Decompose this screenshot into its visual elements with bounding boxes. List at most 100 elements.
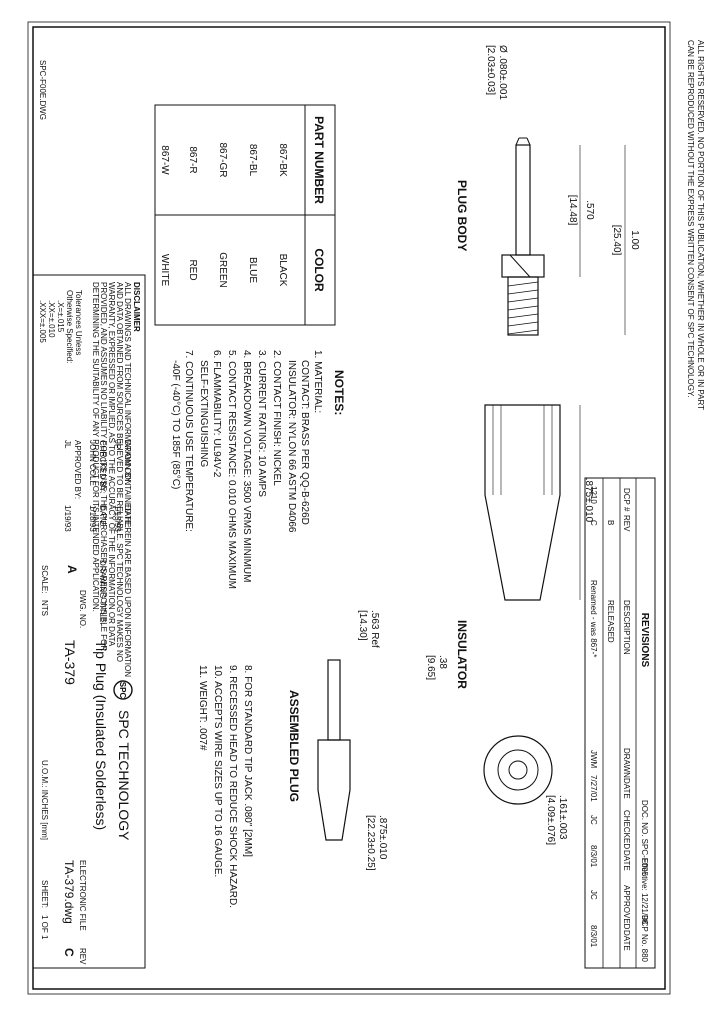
revisions-effective: Effective: 12/21/98 xyxy=(640,858,649,925)
part-table-header-part: PART NUMBER xyxy=(312,116,326,204)
title-block-border xyxy=(32,274,146,969)
copyright-line-1: ALL RIGHTS RESERVED. NO PORTION OF THIS … xyxy=(696,40,705,410)
dim-total-len-text: 1.00 xyxy=(629,230,640,250)
note-line: 8. FOR STANDARD TIP JACK .080" [2MM] xyxy=(242,665,253,857)
part-table-cell: BLACK xyxy=(277,254,288,287)
plug-pin-tip xyxy=(526,137,531,146)
revisions-dcp-no: DCP No. 880 xyxy=(640,915,649,963)
spc-logo-icon xyxy=(113,680,133,700)
title-block: DISCLAIMER ALL DRAWINGS AND TECHNICAL IN… xyxy=(32,274,146,969)
dim-hole-dia-mm: [4.09±.076] xyxy=(545,795,556,845)
checked-by: JOHN COLE xyxy=(88,440,97,486)
assembled-pin xyxy=(327,659,341,741)
revisions-header: DCP # xyxy=(622,488,631,512)
dim-head-dia-mm: [9.65] xyxy=(425,655,436,680)
plug-pin xyxy=(515,144,531,256)
part-table: PART NUMBER COLOR 867-BK BLACK 867-BL BL… xyxy=(154,104,336,326)
plug-body-view: .570 [14.48] 1.00 [25.40] Ø .080±.001 [2… xyxy=(455,45,640,336)
edge-label: SPC-F00E.DWG xyxy=(38,60,47,120)
revisions-cell: 8/3/01 xyxy=(589,845,598,868)
revisions-header: DESCRIPTION xyxy=(622,600,631,655)
insulator-ribs xyxy=(492,405,553,495)
plug-collar-bevel xyxy=(509,254,531,278)
disclaimer-line: ALL DRAWINGS AND TECHNICAL INFORMATION C… xyxy=(123,282,132,677)
note-line: 7. CONTINUOUS USE TEMPERATURE: xyxy=(183,350,194,532)
tolerance-line: .XXX=±.005 xyxy=(38,300,47,343)
checked-by-label: CHECKED BY: xyxy=(98,440,107,494)
tolerance-line: .XX=±.010 xyxy=(47,300,56,338)
dwg-no-label: DWG. NO. xyxy=(78,590,87,628)
part-table-cell: GREEN xyxy=(217,252,228,288)
dim-assembled-len: .875±.010 xyxy=(377,815,388,860)
drawing-title: Tip Plug (Insulated Solderless) xyxy=(93,640,109,830)
rev-label: REV xyxy=(78,948,87,965)
approved-by-label: APPROVED BY: xyxy=(73,440,82,499)
revisions-cell: C xyxy=(589,520,598,526)
revisions-header: APPROVED xyxy=(622,885,631,930)
dim-plug-len-text: .570 xyxy=(584,200,595,220)
drawn-date: 1/15/93 xyxy=(113,505,122,532)
part-table-cell: 867-R xyxy=(187,146,198,173)
note-line: 11. WEIGHT: .007# xyxy=(197,665,208,751)
sheet: 1 OF 1 xyxy=(40,915,49,940)
revisions-cell: JC xyxy=(589,815,598,825)
uom: U.O.M.: INCHES [mm] xyxy=(40,760,49,840)
note-line: 5. CONTACT RESISTANCE: 0.010 OHMS MAXIMU… xyxy=(226,350,237,589)
part-table-cell: 867-BK xyxy=(277,143,288,177)
note-line: CONTACT: BRASS PER QQ-B-626D xyxy=(299,360,310,525)
revisions-header: DATE xyxy=(622,930,631,951)
assembled-body xyxy=(317,739,351,841)
disclaimer-title: DISCLAIMER xyxy=(132,282,141,332)
part-table-header-color: COLOR xyxy=(312,248,326,292)
drawn-by-label: DRAWN BY: xyxy=(123,440,132,485)
revisions-header: CHECKED xyxy=(622,810,631,849)
disclaimer-line: PROVIDED, AND ASSUMES NO LIABILITY FOR I… xyxy=(99,282,108,651)
checked-date: 1/18/93 xyxy=(88,505,97,532)
scale-label: SCALE: xyxy=(40,565,49,593)
assembled-view: .563 Ref [14.30] .875±.010 [22.23±0.25] … xyxy=(287,610,388,871)
note-line: 2. CONTACT FINISH: NICKEL xyxy=(271,350,282,486)
note-line: INSULATOR: NYLON 66 ASTM D4066 xyxy=(286,360,297,533)
plug-collar xyxy=(501,254,545,278)
drawing-title-label: DRAWING TITLE: xyxy=(98,560,107,624)
dim-plug-len-mm: [14.48] xyxy=(567,195,578,226)
dim-head-dia: .38 xyxy=(437,655,448,669)
insulator-end-inner xyxy=(508,760,528,780)
drawn-date-label: DATE: xyxy=(123,505,132,528)
part-table-cell: BLUE xyxy=(247,257,258,283)
frame-border xyxy=(27,21,671,995)
rev: C xyxy=(62,948,76,957)
drawing-content: ALL RIGHTS RESERVED. NO PORTION OF THIS … xyxy=(32,40,705,969)
revisions-header: DATE xyxy=(622,778,631,799)
notes: NOTES: 1. MATERIAL: CONTACT: BRASS PER Q… xyxy=(170,350,346,908)
notes-title: NOTES: xyxy=(332,370,346,415)
company-name: SPC TECHNOLOGY xyxy=(116,710,132,841)
revisions-cell: 8/3/01 xyxy=(589,925,598,948)
dim-total-len-mm: [25.40] xyxy=(611,225,622,256)
note-line: SELF-EXTINGUISHING xyxy=(198,360,209,467)
note-line: 6. FLAMMABILITY: UL94V-2 xyxy=(211,350,222,478)
insulator-end-outer xyxy=(483,735,553,805)
insulator-label: INSULATOR xyxy=(455,620,469,689)
approved-by: JL xyxy=(63,440,72,449)
revisions-cell: RELEASED xyxy=(606,600,615,643)
insulator-outline xyxy=(484,404,561,601)
dim-pin-dia-mm: [2.03±0.03] xyxy=(485,45,496,95)
part-table-cell: 867-BL xyxy=(247,144,258,177)
revisions-cell: Renamed - was 867-* xyxy=(589,580,598,657)
part-table-cell: 867-GR xyxy=(217,142,228,177)
tolerance-line: .X=±.015 xyxy=(56,300,65,333)
dim-insulator-len-text: .875±.010 xyxy=(583,478,594,523)
assembled-label: ASSEMBLED PLUG xyxy=(287,690,301,802)
revisions-cell: JC xyxy=(589,890,598,900)
dim-ref-len: .563 Ref xyxy=(369,610,380,648)
scale: NTS xyxy=(40,600,49,616)
revisions-header: DRAWN xyxy=(622,748,631,778)
disclaimer-line: WARRANTY, EXPRESSED OR IMPLIED, AS TO TH… xyxy=(107,282,116,647)
revisions-block: REVISIONS DOC. NO. SPC-F005 Effective: 1… xyxy=(584,477,656,969)
note-line: 4. BREAKDOWN VOLTAGE: 3500 VRMS MINIMUM xyxy=(241,350,252,582)
revisions-cell: JWM xyxy=(589,750,598,769)
part-table-cell: RED xyxy=(187,259,198,280)
tolerance-line: Otherwise Specified: xyxy=(65,290,74,363)
